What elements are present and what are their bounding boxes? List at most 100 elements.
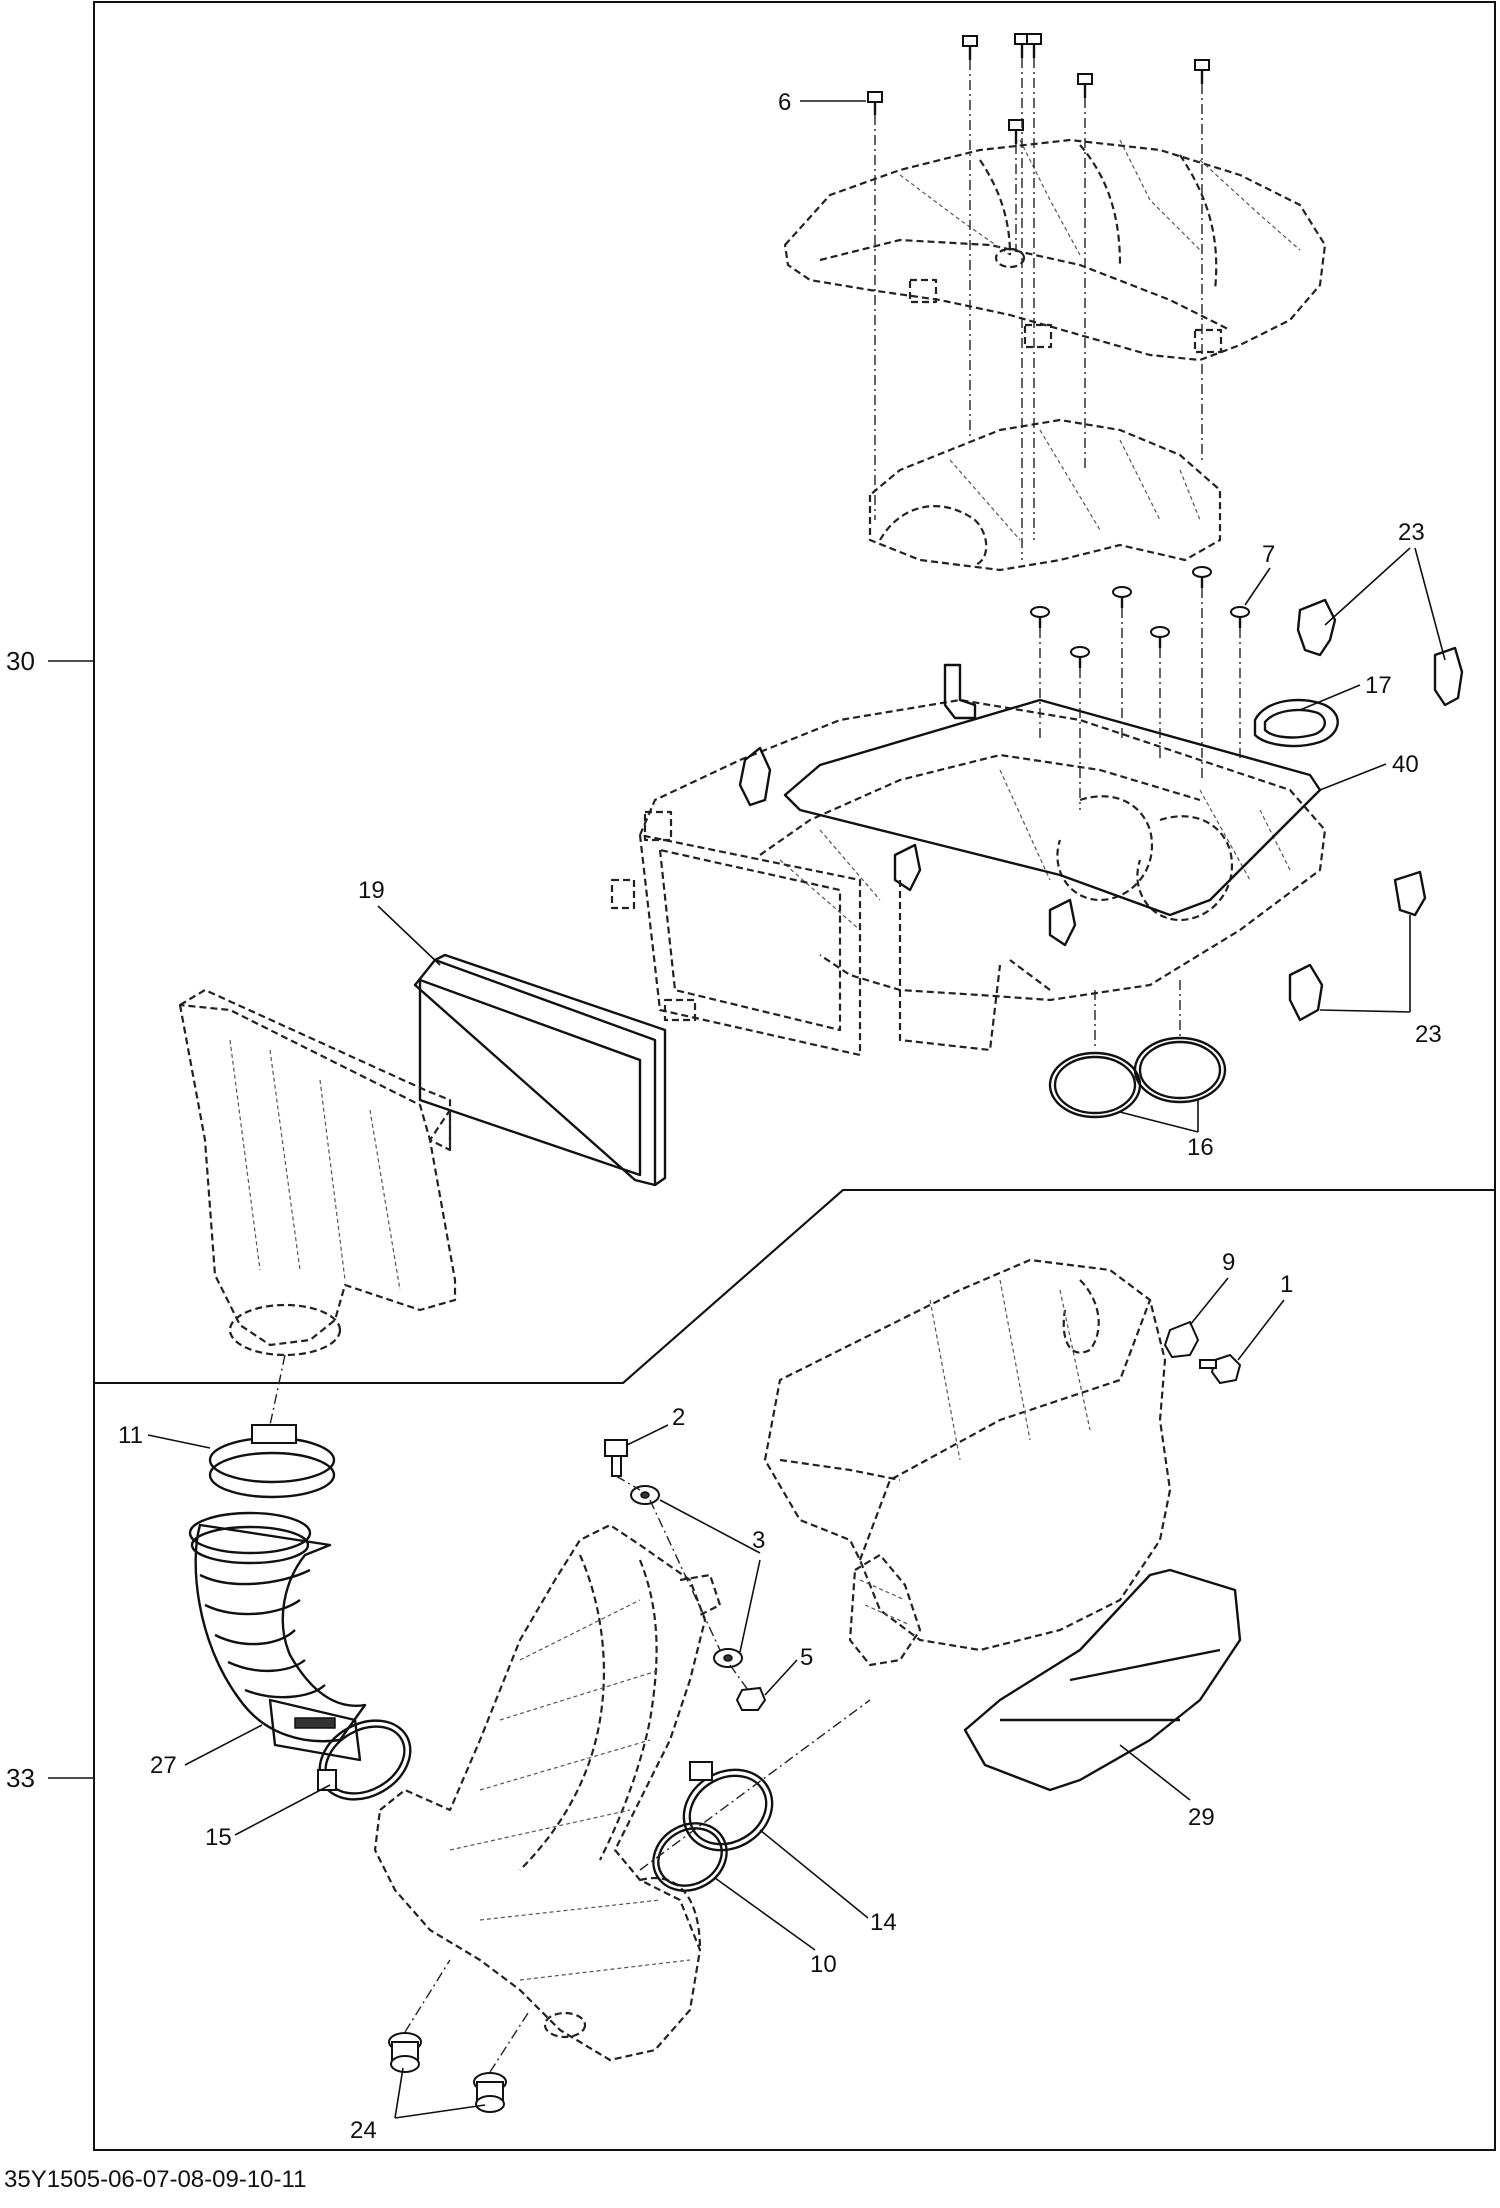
resonator-outlet — [848, 1553, 922, 1667]
intake-tube-body — [373, 1523, 707, 2062]
intake-tube-outlet — [639, 1877, 702, 1951]
clips-23-top — [1296, 598, 1464, 707]
seal-ring-inner — [1263, 708, 1326, 739]
clip-icon — [943, 663, 977, 720]
hose-cuff-bottom — [268, 1698, 362, 1762]
svg-text:24: 24 — [350, 2117, 377, 2144]
clamp-screw — [317, 1769, 337, 1791]
intake-tube-tab — [679, 1573, 722, 1616]
hose-marker — [294, 1717, 336, 1729]
airbox-cover-outline — [783, 138, 1327, 362]
o-ring-10 — [652, 1822, 728, 1892]
filter-frame-outer — [638, 833, 862, 1057]
hose-cuff-top-inner — [190, 1525, 310, 1565]
screw-icon — [1030, 606, 1050, 628]
callout-1: 1 — [1237, 1271, 1293, 1361]
callout-27: 27 — [150, 1724, 263, 1779]
callout-9: 9 — [1189, 1249, 1235, 1326]
screw-icon — [1150, 626, 1170, 648]
air-filter-frame — [413, 958, 657, 1187]
resonator-box — [763, 1258, 1172, 1667]
svg-text:29: 29 — [1188, 1804, 1215, 1831]
callout-5: 5 — [764, 1644, 813, 1696]
resonator-axis — [639, 1699, 871, 1871]
grommet-icon — [473, 2072, 507, 2113]
grommet-icon — [388, 2032, 422, 2073]
resonator-box-boss — [1062, 1279, 1100, 1354]
intake-duct-body — [178, 1003, 457, 1347]
intake-duct-mouth — [228, 1303, 342, 1357]
clamp-band-lower — [208, 1451, 336, 1499]
clips-23-bottom — [1288, 870, 1427, 1022]
washer-3-top — [630, 1485, 660, 1505]
airbox-cover-inner-ribs — [949, 429, 1201, 541]
clamp-14 — [682, 1761, 774, 1852]
group-ref-30-label: 30 — [6, 646, 35, 676]
bolt-head — [1210, 1353, 1242, 1385]
filter-frame-tab-top — [643, 810, 673, 842]
airbox-cover-inner-duct — [868, 418, 1222, 572]
o-ring-axes — [1094, 980, 1181, 1050]
callout-11: 11 — [118, 1422, 211, 1449]
callout-29: 29 — [1119, 1744, 1215, 1831]
nut-5 — [735, 1686, 767, 1711]
group-ref-30: 30 — [6, 646, 94, 676]
callout-7: 7 — [1244, 541, 1275, 606]
screw-2 — [604, 1439, 628, 1477]
airbox-cover-channel-right — [1179, 154, 1218, 291]
svg-text:1: 1 — [1280, 1271, 1293, 1298]
base-screws — [1030, 566, 1250, 810]
clamp-screw — [251, 1424, 297, 1444]
washer-3-bottom — [713, 1648, 743, 1668]
resonator-box-edge — [858, 1299, 1152, 1561]
grommets-24 — [388, 1959, 531, 2113]
hose-body — [194, 1523, 367, 1743]
screw-icon — [1112, 586, 1132, 608]
airbox-cover-channel-mid — [1079, 144, 1122, 266]
clamp-band — [682, 1768, 774, 1852]
svg-text:17: 17 — [1365, 672, 1392, 699]
svg-text:16: 16 — [1187, 1134, 1214, 1161]
screw-icon — [1077, 73, 1093, 98]
pad-outline — [963, 1568, 1242, 1792]
callout-16: 16 — [1119, 1100, 1214, 1161]
svg-text:23: 23 — [1415, 1021, 1442, 1048]
filter-frame-tab-bottom — [663, 998, 697, 1022]
air-filter-rim — [434, 953, 667, 1186]
svg-text:23: 23 — [1398, 519, 1425, 546]
clip-icon — [893, 843, 922, 892]
grommet-axes — [404, 1959, 531, 2073]
callout-15: 15 — [205, 1784, 331, 1851]
clip-icon — [1433, 646, 1464, 707]
airbox-cover-edge — [819, 238, 1231, 331]
airbox-cover-latch-right — [1193, 328, 1223, 354]
clip-icon — [1048, 898, 1077, 947]
screw-icon — [1194, 59, 1210, 84]
intake-duct-axis — [269, 1354, 286, 1426]
air-filter — [413, 953, 667, 1187]
svg-text:2: 2 — [672, 1404, 685, 1431]
airbox-base — [610, 698, 1327, 1057]
screw-icon — [867, 91, 883, 115]
svg-text:5: 5 — [800, 1644, 813, 1671]
clamp-15 — [317, 1719, 412, 1801]
airbox-cover — [783, 138, 1327, 572]
svg-text:40: 40 — [1392, 751, 1419, 778]
callouts: 6 7 23 17 40 19 23 16 — [118, 89, 1446, 2144]
callout-24: 24 — [350, 2067, 486, 2144]
cover-screws — [867, 33, 1210, 560]
filter-frame-inner — [658, 848, 842, 1032]
clamp-screw — [689, 1761, 713, 1781]
clip-icon — [1393, 870, 1427, 917]
screw-2-axis — [615, 1475, 749, 1691]
svg-text:7: 7 — [1262, 541, 1275, 568]
callout-10: 10 — [714, 1877, 837, 1978]
frame-assembly-30 — [93, 1, 1496, 1384]
pad-folds — [1000, 1648, 1221, 1722]
seal-ring — [1253, 698, 1339, 748]
screw-icon — [1008, 119, 1024, 144]
intake-tube-ribs — [449, 1599, 691, 1981]
resonator-box-body — [763, 1258, 1172, 1652]
clip-icon — [738, 746, 772, 807]
diagram-id: 35Y1505-06-07-08-09-10-11 — [4, 2166, 307, 2193]
